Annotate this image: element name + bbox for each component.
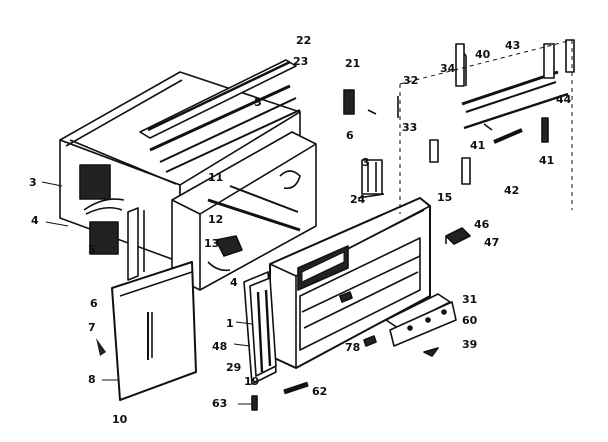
bottom-parts — [251, 381, 309, 411]
guide-lines — [399, 39, 573, 214]
label-10: 10 — [112, 413, 128, 426]
label-32: 32 — [403, 74, 419, 87]
bottom-rail — [385, 293, 457, 357]
upper-small-parts — [343, 89, 471, 199]
label-3-left: 3 — [29, 176, 37, 189]
label-23: 23 — [293, 55, 309, 68]
label-39: 39 — [462, 338, 478, 351]
side-cutouts — [79, 164, 125, 255]
label-6: 6 — [90, 297, 98, 310]
front-panel — [111, 261, 197, 401]
label-11: 11 — [208, 171, 224, 184]
bracket-46-47 — [445, 227, 471, 245]
label-60: 60 — [462, 314, 478, 327]
latch-part — [363, 335, 377, 347]
label-47: 47 — [484, 236, 500, 249]
label-15: 15 — [437, 191, 453, 204]
side-strip — [127, 207, 145, 281]
label-48: 48 — [212, 340, 228, 353]
clip-part — [96, 338, 106, 356]
label-21: 21 — [345, 57, 361, 70]
label-41: 41 — [470, 139, 486, 152]
filter-layers — [243, 271, 277, 385]
label-8: 8 — [88, 373, 96, 386]
label-42: 42 — [504, 184, 520, 197]
label-6-upper: 6 — [346, 129, 354, 142]
label-34: 34 — [440, 62, 456, 75]
label-1: 1 — [226, 317, 234, 330]
label-46: 46 — [474, 218, 490, 231]
label-19: 19 — [244, 375, 260, 388]
label-5: 5 — [88, 243, 96, 256]
label-63: 63 — [212, 397, 228, 410]
label-3: 3 — [362, 156, 370, 169]
label-40: 40 — [475, 48, 491, 61]
label-62: 62 — [312, 385, 328, 398]
label-4-mid: 4 — [230, 276, 238, 289]
label-7: 7 — [88, 321, 96, 334]
label-31: 31 — [462, 293, 478, 306]
label-12: 12 — [208, 213, 224, 226]
label-33: 33 — [402, 121, 418, 134]
label-4: 4 — [31, 214, 39, 227]
label-24: 24 — [350, 193, 366, 206]
label-43: 43 — [505, 39, 521, 52]
label-5-top: 5 — [254, 96, 262, 109]
rods-and-brackets — [455, 39, 575, 144]
label-44: 44 — [556, 93, 572, 106]
front-grille — [269, 197, 431, 369]
label-29: 29 — [226, 361, 242, 374]
label-41-right: 41 — [539, 154, 555, 167]
label-13: 13 — [204, 237, 220, 250]
top-rails — [139, 59, 301, 173]
label-22: 22 — [296, 34, 312, 47]
leader-lines — [41, 181, 253, 405]
label-78: 78 — [345, 341, 361, 354]
